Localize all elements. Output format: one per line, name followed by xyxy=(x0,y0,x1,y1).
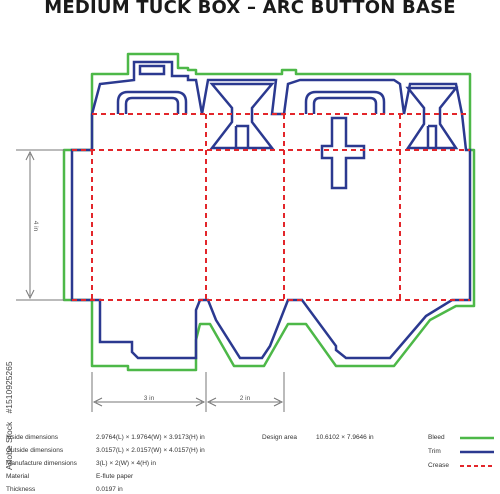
trim-outline xyxy=(70,60,472,360)
stock-credit-brand: Adobe Stock xyxy=(4,421,14,470)
legend-crease-label: Crease xyxy=(428,462,449,469)
top-flap-arc-inner xyxy=(124,96,180,114)
spec-label-thickness: Thickness xyxy=(6,486,36,493)
spec-label-manufacture: Manufacture dimensions xyxy=(6,460,77,467)
dust-flap-right-notch xyxy=(426,124,438,148)
design-area-value: 10.6102 × 7.9646 in xyxy=(316,434,374,441)
diagram-title: MEDIUM TUCK BOX – ARC BUTTON BASE xyxy=(44,0,456,18)
back-flap-arc xyxy=(304,90,386,114)
legend-bleed-label: Bleed xyxy=(428,434,445,441)
dust-flap-right xyxy=(405,86,459,150)
crease-lines xyxy=(72,113,470,301)
stock-credit-id: #1510925265 xyxy=(4,361,14,414)
spec-value-thickness: 0.0197 in xyxy=(96,486,123,493)
length-dimension-label: 3 in xyxy=(144,395,155,402)
spec-value-outside: 3.0157(L) × 2.0157(W) × 4.0157(H) in xyxy=(96,447,205,454)
top-flap-slot xyxy=(138,64,166,76)
stock-credit: Adobe Stock #1510925265 xyxy=(4,355,14,470)
spec-label-inside: Inside dimensions xyxy=(6,434,59,441)
spec-label-outside: Outside dimensions xyxy=(6,447,64,454)
spec-label-material: Material xyxy=(6,473,30,480)
design-area-label: Design area xyxy=(262,434,298,441)
dust-flap-left-notch xyxy=(234,124,250,148)
arc-button-cross xyxy=(320,116,366,190)
spec-value-inside: 2.9764(L) × 1.9764(W) × 3.9173(H) in xyxy=(96,434,205,441)
dust-flap-left xyxy=(209,82,275,150)
spec-value-material: E-flute paper xyxy=(96,473,134,480)
back-flap-arc-inner xyxy=(312,96,378,114)
legend-trim-label: Trim xyxy=(428,448,441,455)
spec-value-manufacture: 3(L) × 2(W) × 4(H) in xyxy=(96,460,156,467)
width-dimension-label: 2 in xyxy=(240,395,251,402)
top-flap-arc xyxy=(116,90,188,114)
height-dimension-label: 4 in xyxy=(32,221,39,232)
dimension-lines xyxy=(16,149,285,412)
